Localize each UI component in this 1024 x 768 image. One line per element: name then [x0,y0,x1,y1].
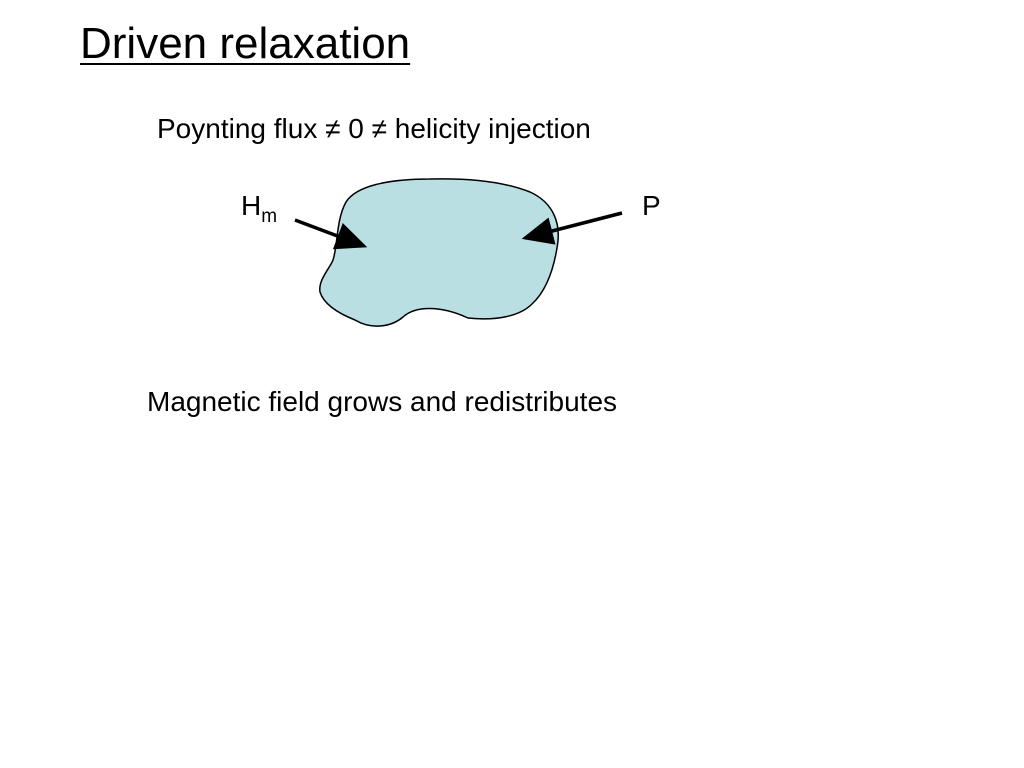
helicity-label: Hm [241,188,277,228]
slide-caption: Magnetic field grows and redistributes [147,386,618,417]
helicity-label-main: H [241,190,262,221]
slide-subtitle: Poynting flux ≠ 0 ≠ helicity injection [157,113,591,144]
poynting-label: P [642,190,661,221]
helicity-label-subscript: m [261,206,278,227]
helicity-arrow [294,218,368,250]
slide-title: Driven relaxation [80,19,411,68]
poynting-arrow [521,211,623,245]
plasma-region [319,178,559,327]
